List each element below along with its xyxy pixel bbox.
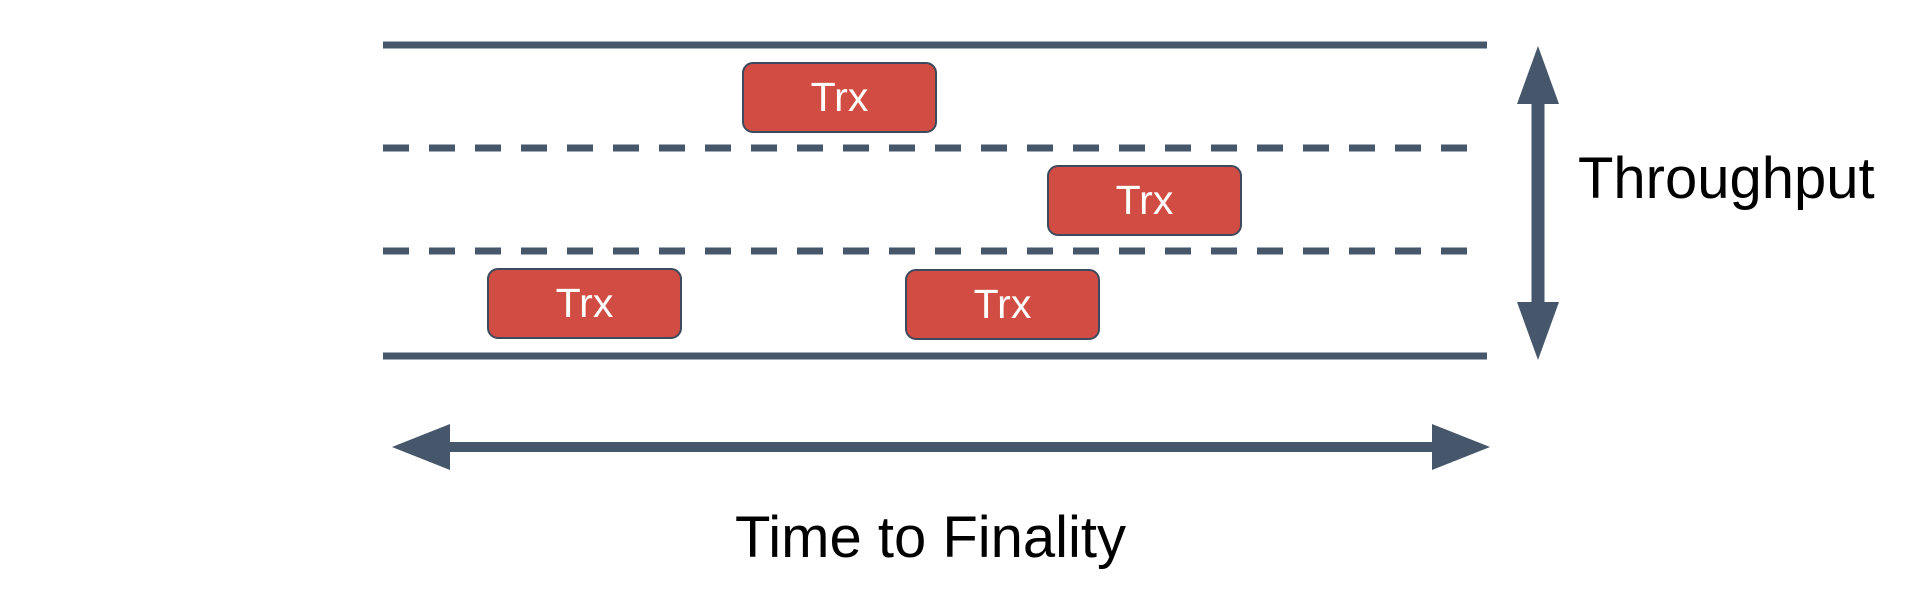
arrow-left-icon xyxy=(392,424,450,470)
time-to-finality-arrow xyxy=(392,424,1490,470)
trx-box-lane3-right: Trx xyxy=(905,269,1100,340)
trx-label: Trx xyxy=(555,280,614,326)
trx-label: Trx xyxy=(973,281,1032,327)
throughput-arrow xyxy=(1517,46,1559,360)
trx-box-lane3-left: Trx xyxy=(487,268,682,339)
arrow-right-icon xyxy=(1432,424,1490,470)
trx-label: Trx xyxy=(810,74,869,120)
trx-label: Trx xyxy=(1115,177,1174,223)
trx-box-lane2: Trx xyxy=(1047,165,1242,236)
arrow-up-icon xyxy=(1517,46,1559,104)
arrow-down-icon xyxy=(1517,302,1559,360)
trx-box-lane1: Trx xyxy=(742,62,937,133)
throughput-label: Throughput xyxy=(1578,146,1875,211)
time-to-finality-label: Time to Finality xyxy=(735,505,1127,570)
